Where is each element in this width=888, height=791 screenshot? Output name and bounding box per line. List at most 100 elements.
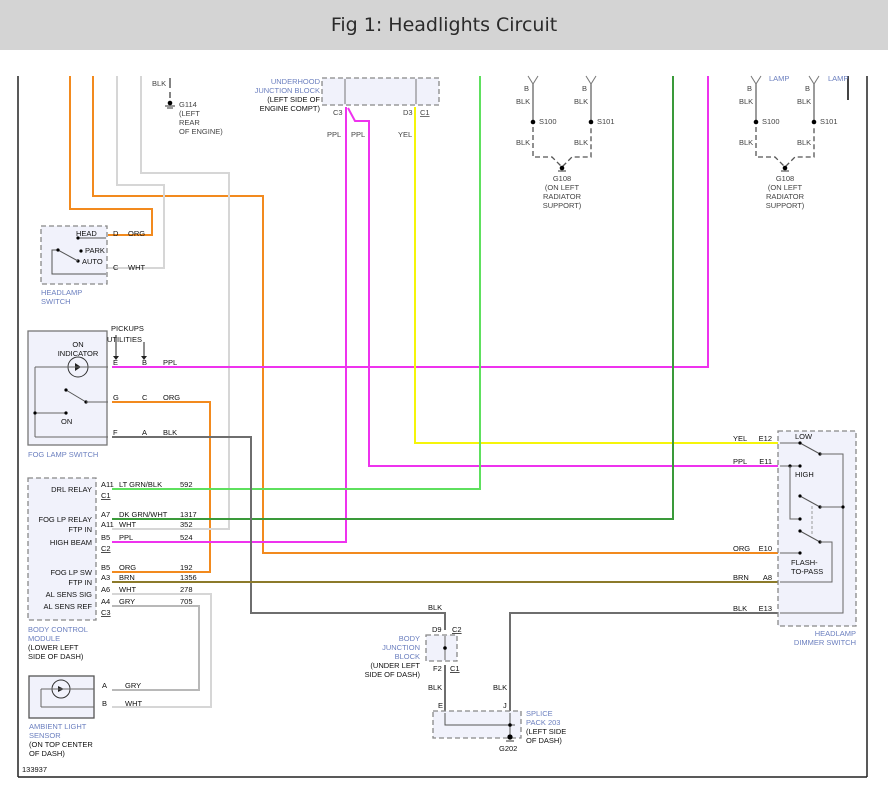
svg-text:BLK: BLK bbox=[574, 138, 588, 147]
bcm-row-label: HIGH BEAM bbox=[50, 538, 92, 547]
svg-text:SENSOR: SENSOR bbox=[29, 731, 61, 740]
svg-text:RADIATOR: RADIATOR bbox=[766, 192, 805, 201]
svg-text:WHT: WHT bbox=[125, 699, 142, 708]
svg-text:C1: C1 bbox=[450, 664, 460, 673]
dimmer-pin-id: A8 bbox=[763, 573, 772, 582]
ground-icon bbox=[782, 165, 788, 171]
figure-id: 133937 bbox=[22, 765, 47, 774]
svg-text:LAMP: LAMP bbox=[828, 74, 848, 83]
bcm-row-wire: ORG bbox=[119, 563, 136, 572]
bcm-row-label: AL SENS SIG bbox=[46, 590, 93, 599]
svg-text:ENGINE COMPT): ENGINE COMPT) bbox=[260, 104, 321, 113]
svg-text:WHT: WHT bbox=[128, 263, 145, 272]
dimmer-pin-wire: YEL bbox=[733, 434, 747, 443]
ground-icon bbox=[559, 165, 565, 171]
bcm-row-label: FTP IN bbox=[68, 525, 92, 534]
svg-text:(LEFT: (LEFT bbox=[179, 109, 200, 118]
svg-text:D: D bbox=[113, 229, 119, 238]
wire-gry-al-ref bbox=[112, 605, 200, 691]
svg-text:(LOWER LEFT: (LOWER LEFT bbox=[28, 643, 79, 652]
wire-org-fog-g bbox=[112, 401, 211, 573]
svg-text:SUPPORT): SUPPORT) bbox=[766, 201, 805, 210]
svg-text:FOG LAMP SWITCH: FOG LAMP SWITCH bbox=[28, 450, 98, 459]
bcm-row-wire: DK GRN/WHT bbox=[119, 510, 168, 519]
bcm-row-pin: B5 bbox=[101, 563, 110, 572]
body-junction-block: BLK D9 C2 F2 C1 BODY JUNCTION BLOCK (UND… bbox=[365, 603, 462, 692]
bcm-row-circuit: 524 bbox=[180, 533, 193, 542]
ground-icon bbox=[507, 734, 513, 740]
svg-text:SWITCH: SWITCH bbox=[41, 297, 71, 306]
svg-text:ORG: ORG bbox=[163, 393, 180, 402]
dimmer-pin-wire: BLK bbox=[733, 604, 747, 613]
svg-text:PPL: PPL bbox=[327, 130, 341, 139]
wire-org-dimmer-e10 bbox=[92, 76, 778, 554]
bcm-row-circuit: 1356 bbox=[180, 573, 197, 582]
svg-text:BLK: BLK bbox=[797, 97, 811, 106]
bcm-row-circuit: 352 bbox=[180, 520, 193, 529]
connector-icon bbox=[527, 75, 539, 85]
svg-text:F: F bbox=[113, 428, 118, 437]
bcm-row-label: FTP IN bbox=[68, 578, 92, 587]
svg-text:HEADLAMP: HEADLAMP bbox=[41, 288, 82, 297]
svg-text:(ON TOP CENTER: (ON TOP CENTER bbox=[29, 740, 93, 749]
svg-text:C: C bbox=[142, 393, 148, 402]
wire-ltgrn-drl bbox=[112, 76, 481, 490]
switch-blade bbox=[51, 249, 106, 275]
svg-text:(UNDER LEFT: (UNDER LEFT bbox=[370, 661, 420, 670]
wires bbox=[69, 76, 849, 712]
bcm-row-pin: A3 bbox=[101, 573, 110, 582]
svg-text:BLK: BLK bbox=[493, 683, 507, 692]
bcm-row-pin: A11 bbox=[101, 480, 114, 489]
svg-text:AMBIENT LIGHT: AMBIENT LIGHT bbox=[29, 722, 87, 731]
bcm-row-wire: BRN bbox=[119, 573, 135, 582]
svg-text:SUPPORT): SUPPORT) bbox=[543, 201, 582, 210]
svg-text:G: G bbox=[113, 393, 119, 402]
bcm-row-circuit: 192 bbox=[180, 563, 193, 572]
svg-text:BLK: BLK bbox=[797, 138, 811, 147]
ambient-light-sensor: A GRY B WHT AMBIENT LIGHT SENSOR (ON TOP… bbox=[28, 675, 142, 758]
svg-text:(LEFT SIDE OF: (LEFT SIDE OF bbox=[267, 95, 320, 104]
svg-text:SIDE OF DASH): SIDE OF DASH) bbox=[365, 670, 421, 679]
svg-text:LOW: LOW bbox=[795, 432, 813, 441]
bcm-row-connector: C3 bbox=[101, 608, 111, 617]
svg-text:B: B bbox=[805, 84, 810, 93]
bcm-row-pin: A6 bbox=[101, 585, 110, 594]
wire-yel-dimmer-e12 bbox=[414, 107, 778, 444]
underhood-junction-block: UNDERHOOD JUNCTION BLOCK (LEFT SIDE OF E… bbox=[255, 77, 440, 139]
svg-text:ON: ON bbox=[72, 340, 83, 349]
svg-text:JUNCTION: JUNCTION bbox=[382, 643, 420, 652]
ground-group-g108-right: LAMP LAMP B B BLK BLK S100 S101 BLK BLK … bbox=[739, 74, 848, 210]
svg-text:UTILITIES: UTILITIES bbox=[107, 335, 142, 344]
svg-text:C3: C3 bbox=[333, 108, 343, 117]
svg-text:BLK: BLK bbox=[428, 683, 442, 692]
svg-text:F2: F2 bbox=[433, 664, 442, 673]
svg-text:E: E bbox=[113, 358, 118, 367]
bcm-row-circuit: 592 bbox=[180, 480, 193, 489]
svg-text:PARK: PARK bbox=[85, 246, 105, 255]
svg-text:S101: S101 bbox=[820, 117, 838, 126]
bcm-row-wire: WHT bbox=[119, 585, 136, 594]
svg-text:A: A bbox=[102, 681, 107, 690]
svg-text:HEADLAMP: HEADLAMP bbox=[815, 629, 856, 638]
switch-blade bbox=[799, 442, 821, 455]
svg-text:ON: ON bbox=[61, 417, 72, 426]
bcm-row-circuit: 1317 bbox=[180, 510, 197, 519]
wire-dkgrn-fog-relay bbox=[112, 76, 674, 520]
dimmer-pin-id: E11 bbox=[759, 457, 772, 466]
svg-text:OF DASH): OF DASH) bbox=[29, 749, 65, 758]
svg-text:OF ENGINE): OF ENGINE) bbox=[179, 127, 223, 136]
svg-text:C1: C1 bbox=[420, 108, 430, 117]
svg-text:C2: C2 bbox=[452, 625, 462, 634]
svg-text:D9: D9 bbox=[432, 625, 442, 634]
svg-text:J: J bbox=[503, 701, 507, 710]
svg-text:G114: G114 bbox=[179, 100, 197, 109]
svg-text:BODY: BODY bbox=[399, 634, 420, 643]
svg-text:LAMP: LAMP bbox=[769, 74, 789, 83]
